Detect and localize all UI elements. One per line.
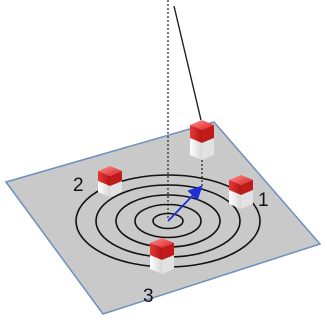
pendulum-string <box>173 5 202 121</box>
station-block-2 <box>98 166 122 197</box>
station-label-3: 3 <box>143 286 154 307</box>
station-block-1 <box>229 175 253 209</box>
hanging-block <box>190 120 214 160</box>
station-block-3 <box>150 238 174 274</box>
displacement-vector <box>167 185 203 222</box>
station-label-1: 1 <box>258 190 269 211</box>
station-label-2: 2 <box>73 175 84 196</box>
ground-plate <box>4 121 322 315</box>
